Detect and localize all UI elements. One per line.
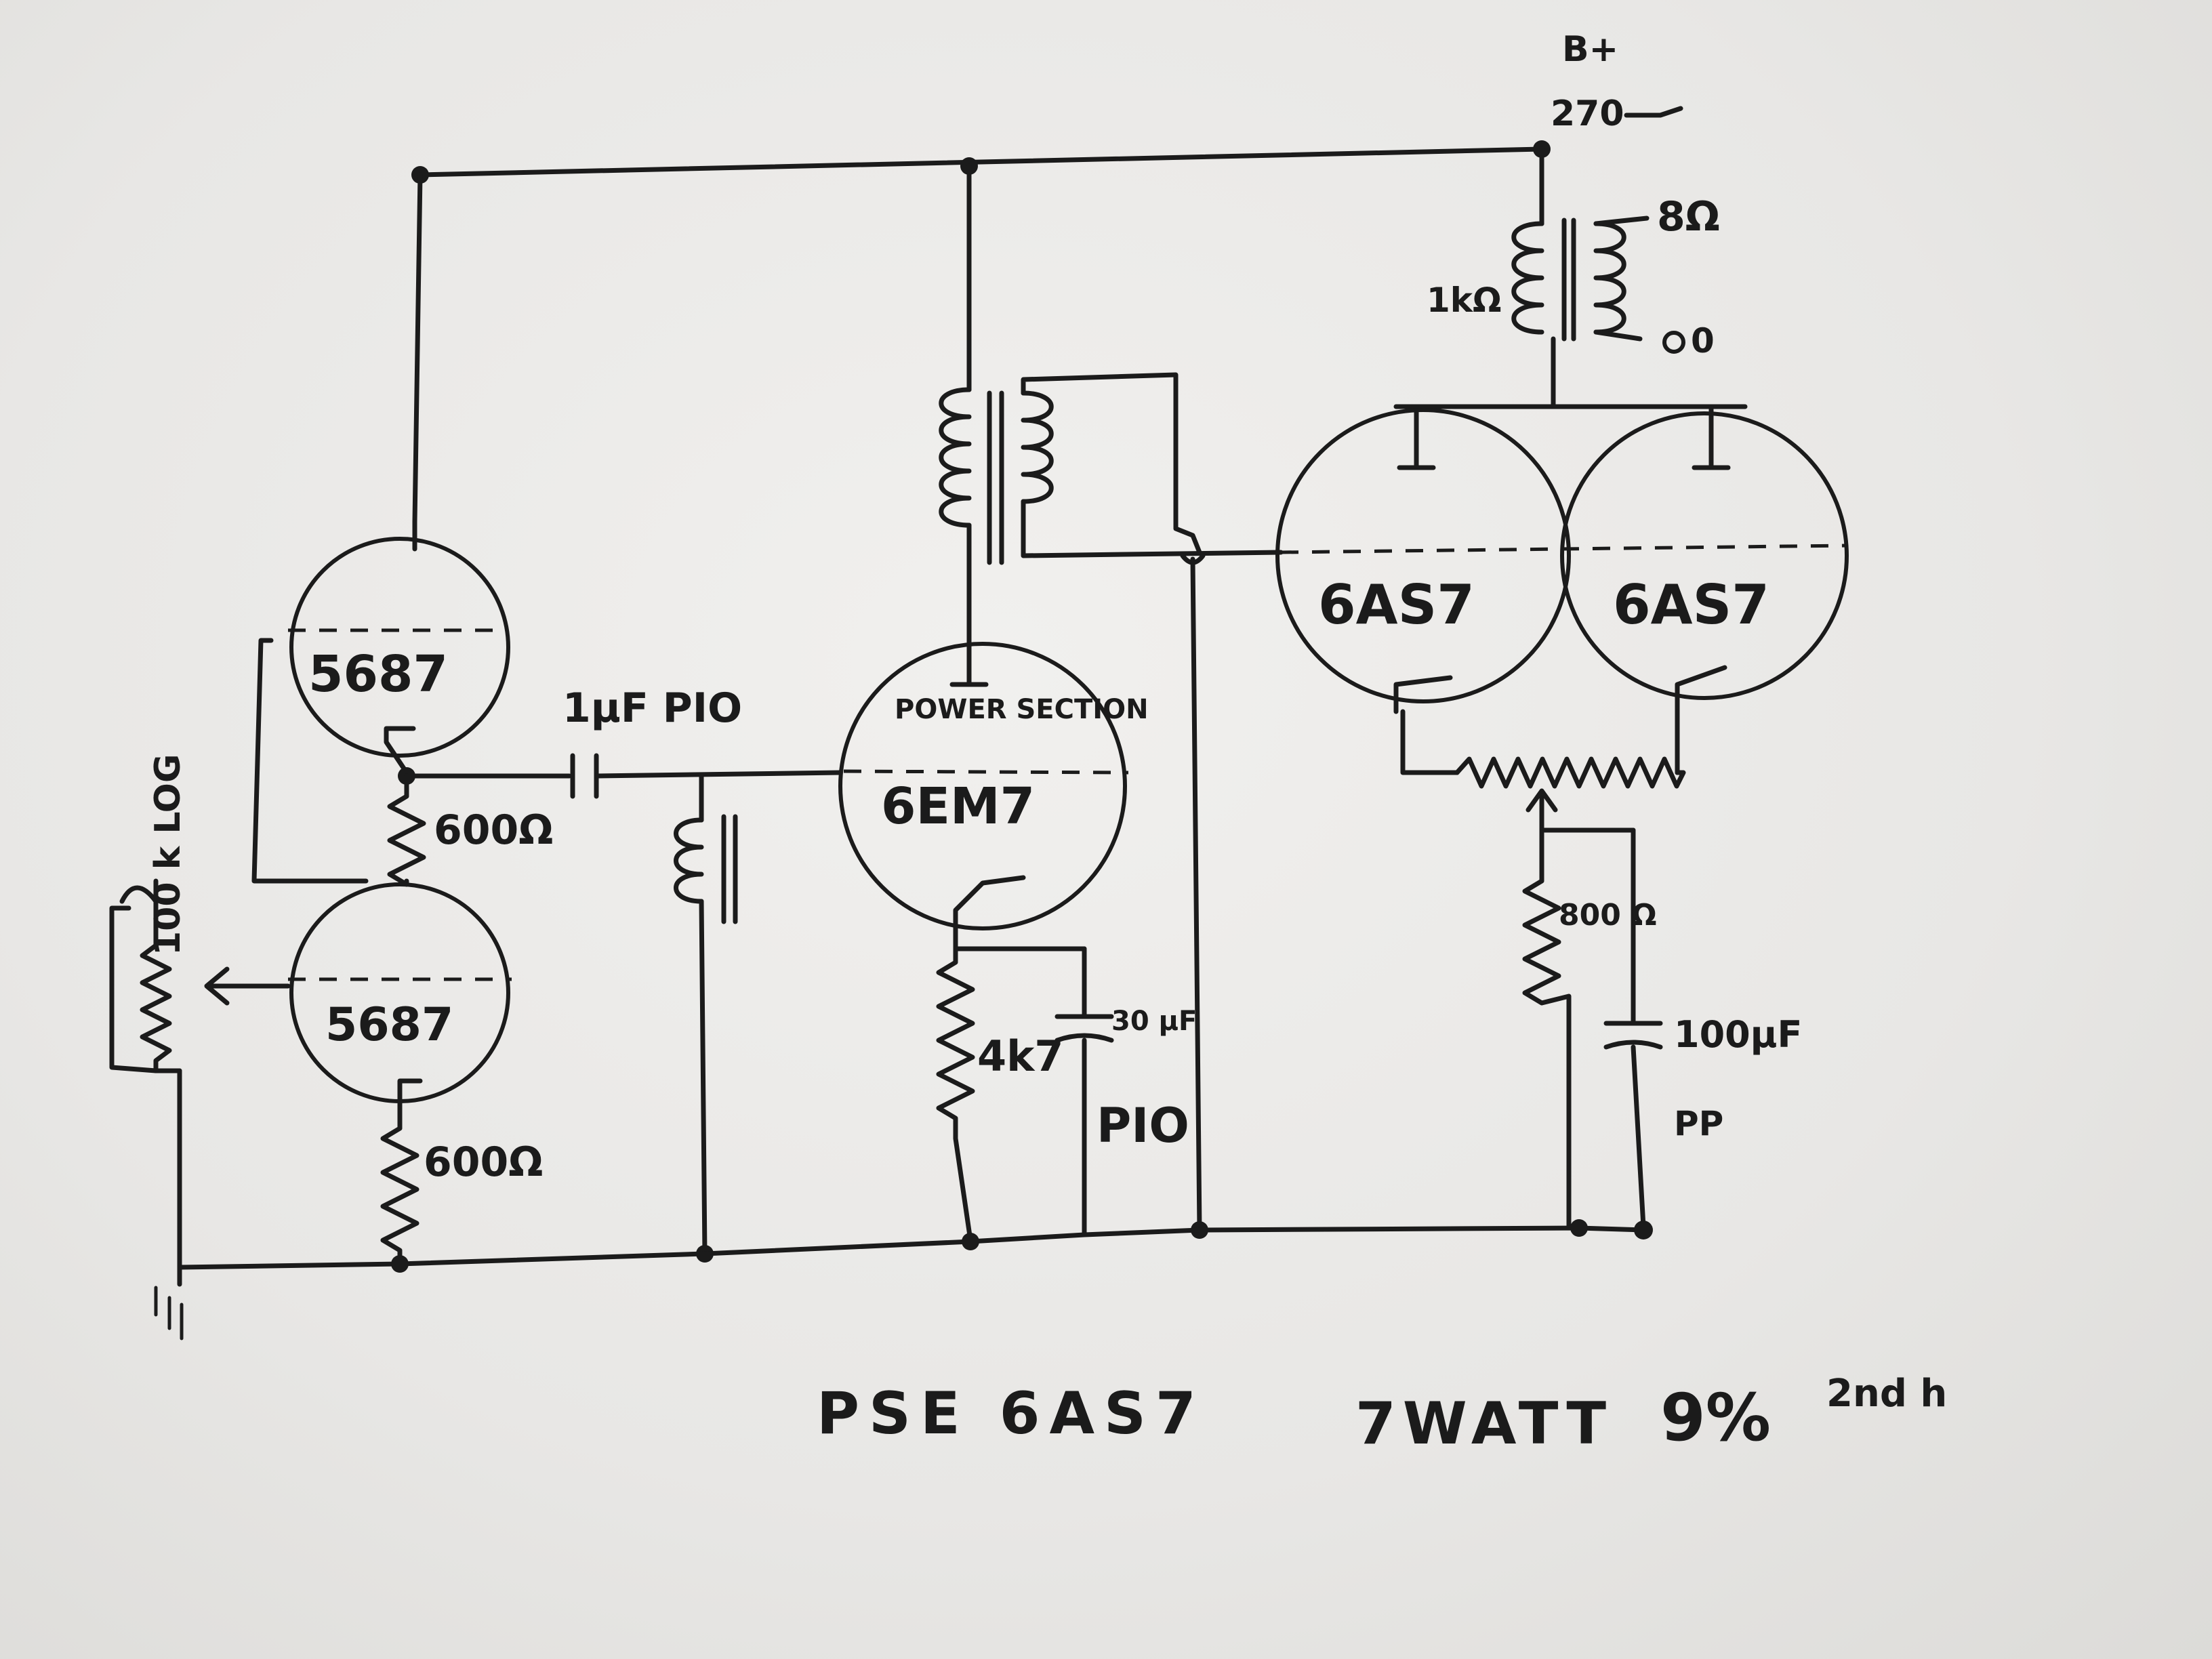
volume-pot (109, 878, 291, 1270)
output-tube-right (1560, 411, 1849, 700)
r800-label: 800 Ω (1559, 898, 1657, 933)
primary-1k-label: 1kΩ (1427, 281, 1502, 320)
upper-plate-wire (412, 172, 423, 525)
grid-choke (674, 773, 738, 1256)
driver-note-label: POWER SECTION (895, 694, 1149, 725)
output-tube-left (1275, 408, 1571, 703)
ground-rail (177, 1219, 1653, 1273)
output-tube-right-label: 6AS7 (1613, 573, 1769, 636)
voltage-squiggle (1624, 106, 1683, 118)
footer-distortion: 9% (1660, 1380, 1771, 1456)
footer-power: 7WATT (1355, 1390, 1613, 1458)
interstage-transformer (939, 163, 1284, 650)
footer-harmonic: 2nd h (1826, 1372, 1947, 1416)
bplus-rail (411, 140, 1551, 184)
upper-tube-label: 5687 (308, 645, 448, 703)
ground-symbol-icon (154, 1265, 184, 1340)
c30-label: 30 μF (1111, 1006, 1197, 1037)
output-transformer (1511, 146, 1685, 409)
c100-type-label: PP (1674, 1104, 1723, 1143)
coupling-capacitor (570, 753, 599, 799)
c100-label: 100μF (1674, 1013, 1802, 1056)
r-lower-label: 600Ω (424, 1139, 543, 1186)
middle-resistor-600 (387, 773, 426, 887)
upper-tube-5687 (289, 537, 510, 758)
secondary-0-label: 0 (1691, 321, 1715, 361)
lower-tube-5687 (289, 882, 510, 1103)
r-upper-label: 600Ω (434, 806, 553, 854)
bplus-label: B+ (1562, 29, 1618, 70)
lower-resistor-600 (380, 1105, 419, 1267)
driver-tube-6em7 (838, 642, 1127, 930)
bplus-voltage: 270 (1551, 94, 1624, 134)
secondary-8ohm-label: 8Ω (1657, 193, 1720, 241)
lower-tube-label: 5687 (325, 998, 453, 1052)
cathode-cap-100uf (1603, 1017, 1663, 1229)
cathode-balance-pot (1400, 709, 1686, 833)
c30-type-label: PIO (1097, 1098, 1189, 1153)
driver-tube-label: 6EM7 (881, 777, 1035, 836)
driver-cathode-cap (1054, 946, 1114, 1236)
pot-label: 100 k LOG (148, 754, 188, 956)
output-tube-left-label: 6AS7 (1318, 573, 1475, 636)
r4k7-label: 4k7 (977, 1031, 1064, 1081)
footer-title: PSE 6AS7 (817, 1380, 1206, 1448)
driver-cathode-resistor (936, 946, 975, 1243)
coupling-cap-label: 1μF PIO (562, 684, 742, 732)
cathode-resistor-800 (1522, 827, 1572, 1229)
